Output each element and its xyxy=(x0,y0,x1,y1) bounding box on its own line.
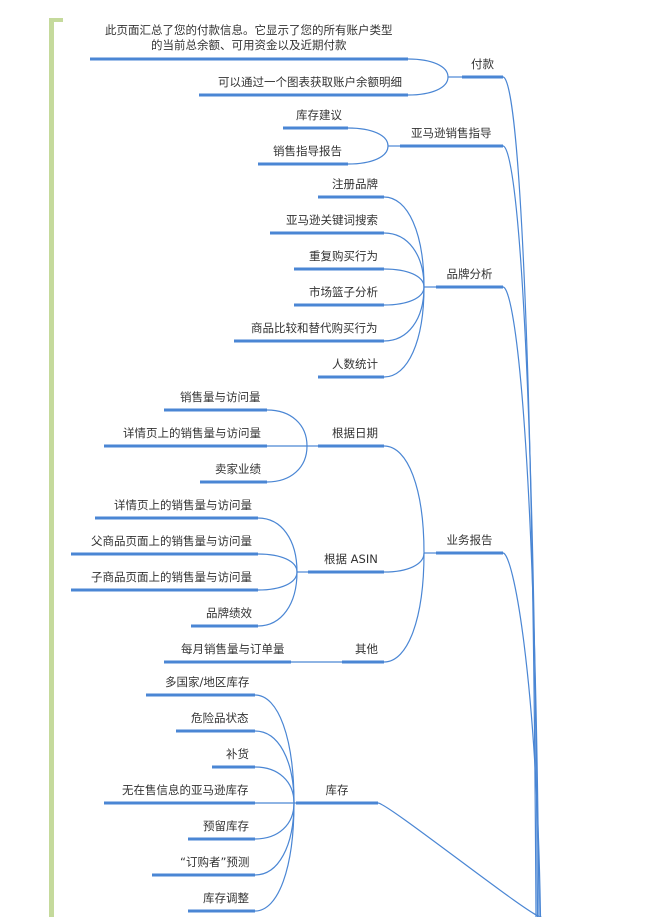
child-connector xyxy=(383,286,425,306)
child-connector xyxy=(254,730,295,804)
child-connector xyxy=(383,196,425,288)
topic-node: 市场篮子分析 xyxy=(309,285,378,299)
child-connector xyxy=(383,286,425,342)
child-connector xyxy=(266,445,308,483)
left-bracket-top xyxy=(49,18,63,22)
child-connector xyxy=(257,571,298,591)
child-connector xyxy=(257,517,298,573)
child-connector xyxy=(254,802,295,840)
topic-node: 多国家/地区库存 xyxy=(165,675,250,689)
child-connector xyxy=(257,553,298,573)
child-connector xyxy=(407,58,449,78)
topic-node: 危险品状态 xyxy=(191,711,249,725)
branch-node: 付款 xyxy=(471,57,494,71)
branch-connector xyxy=(502,76,537,917)
subtopic-node: 详情页上的销售量与访问量 xyxy=(123,426,261,440)
topic-node: 人数统计 xyxy=(332,357,378,371)
topic-node: 库存建议 xyxy=(296,108,342,122)
topic-node: 根据日期 xyxy=(332,426,378,440)
topic-node: 预留库存 xyxy=(203,819,249,833)
branch-connector xyxy=(377,802,543,917)
subtopic-node: 卖家业绩 xyxy=(215,462,261,476)
child-connector xyxy=(254,766,295,804)
branch-node: 亚马逊销售指导 xyxy=(411,126,492,140)
child-connector xyxy=(407,76,449,96)
subtopic-node: 品牌绩效 xyxy=(206,606,252,620)
child-connector xyxy=(383,286,425,378)
child-connector xyxy=(383,445,425,554)
child-connector xyxy=(254,802,295,912)
topic-node: 根据 ASIN xyxy=(324,552,378,566)
branch-node: 品牌分析 xyxy=(446,267,493,281)
topic-node: 可以通过一个图表获取账户余额明细 xyxy=(218,75,402,89)
topic-node: 库存调整 xyxy=(203,891,249,905)
child-connector xyxy=(383,232,425,288)
child-connector xyxy=(266,409,308,447)
subtopic-node: 每月销售量与订单量 xyxy=(181,642,285,656)
branch-connector xyxy=(502,145,539,917)
topic-node: “订购者”预测 xyxy=(180,855,250,869)
child-connector xyxy=(347,127,389,147)
branch-connector xyxy=(502,552,542,917)
branch-node: 库存 xyxy=(325,783,349,797)
subtopic-node: 销售量与访问量 xyxy=(180,390,261,404)
subtopic-node: 详情页上的销售量与访问量 xyxy=(114,498,252,512)
left-bracket xyxy=(49,18,54,917)
subtopic-node: 子商品页面上的销售量与访问量 xyxy=(91,570,252,584)
branch-connector xyxy=(502,286,540,917)
topic-node: 无在售信息的亚马逊库存 xyxy=(122,783,249,797)
topic-node: 注册品牌 xyxy=(332,177,378,191)
topic-node: 其他 xyxy=(355,642,378,656)
topic-node: 补货 xyxy=(226,747,249,761)
topic-node: 重复购买行为 xyxy=(309,249,378,263)
topic-node: 商品比较和替代购买行为 xyxy=(251,321,378,335)
topic-node: 亚马逊关键词搜索 xyxy=(286,213,378,227)
subtopic-node: 父商品页面上的销售量与访问量 xyxy=(91,534,252,548)
child-connector xyxy=(383,268,425,288)
child-connector xyxy=(383,552,425,663)
topic-node: 此页面汇总了您的付款信息。它显示了您的所有账户类型 的当前总余额、可用资金以及近… xyxy=(105,23,393,52)
topic-node: 销售指导报告 xyxy=(273,144,342,158)
child-connector xyxy=(347,145,389,165)
child-connector xyxy=(254,694,295,804)
child-connector xyxy=(257,571,298,627)
child-connector xyxy=(383,552,425,573)
branch-node: 业务报告 xyxy=(446,533,493,547)
